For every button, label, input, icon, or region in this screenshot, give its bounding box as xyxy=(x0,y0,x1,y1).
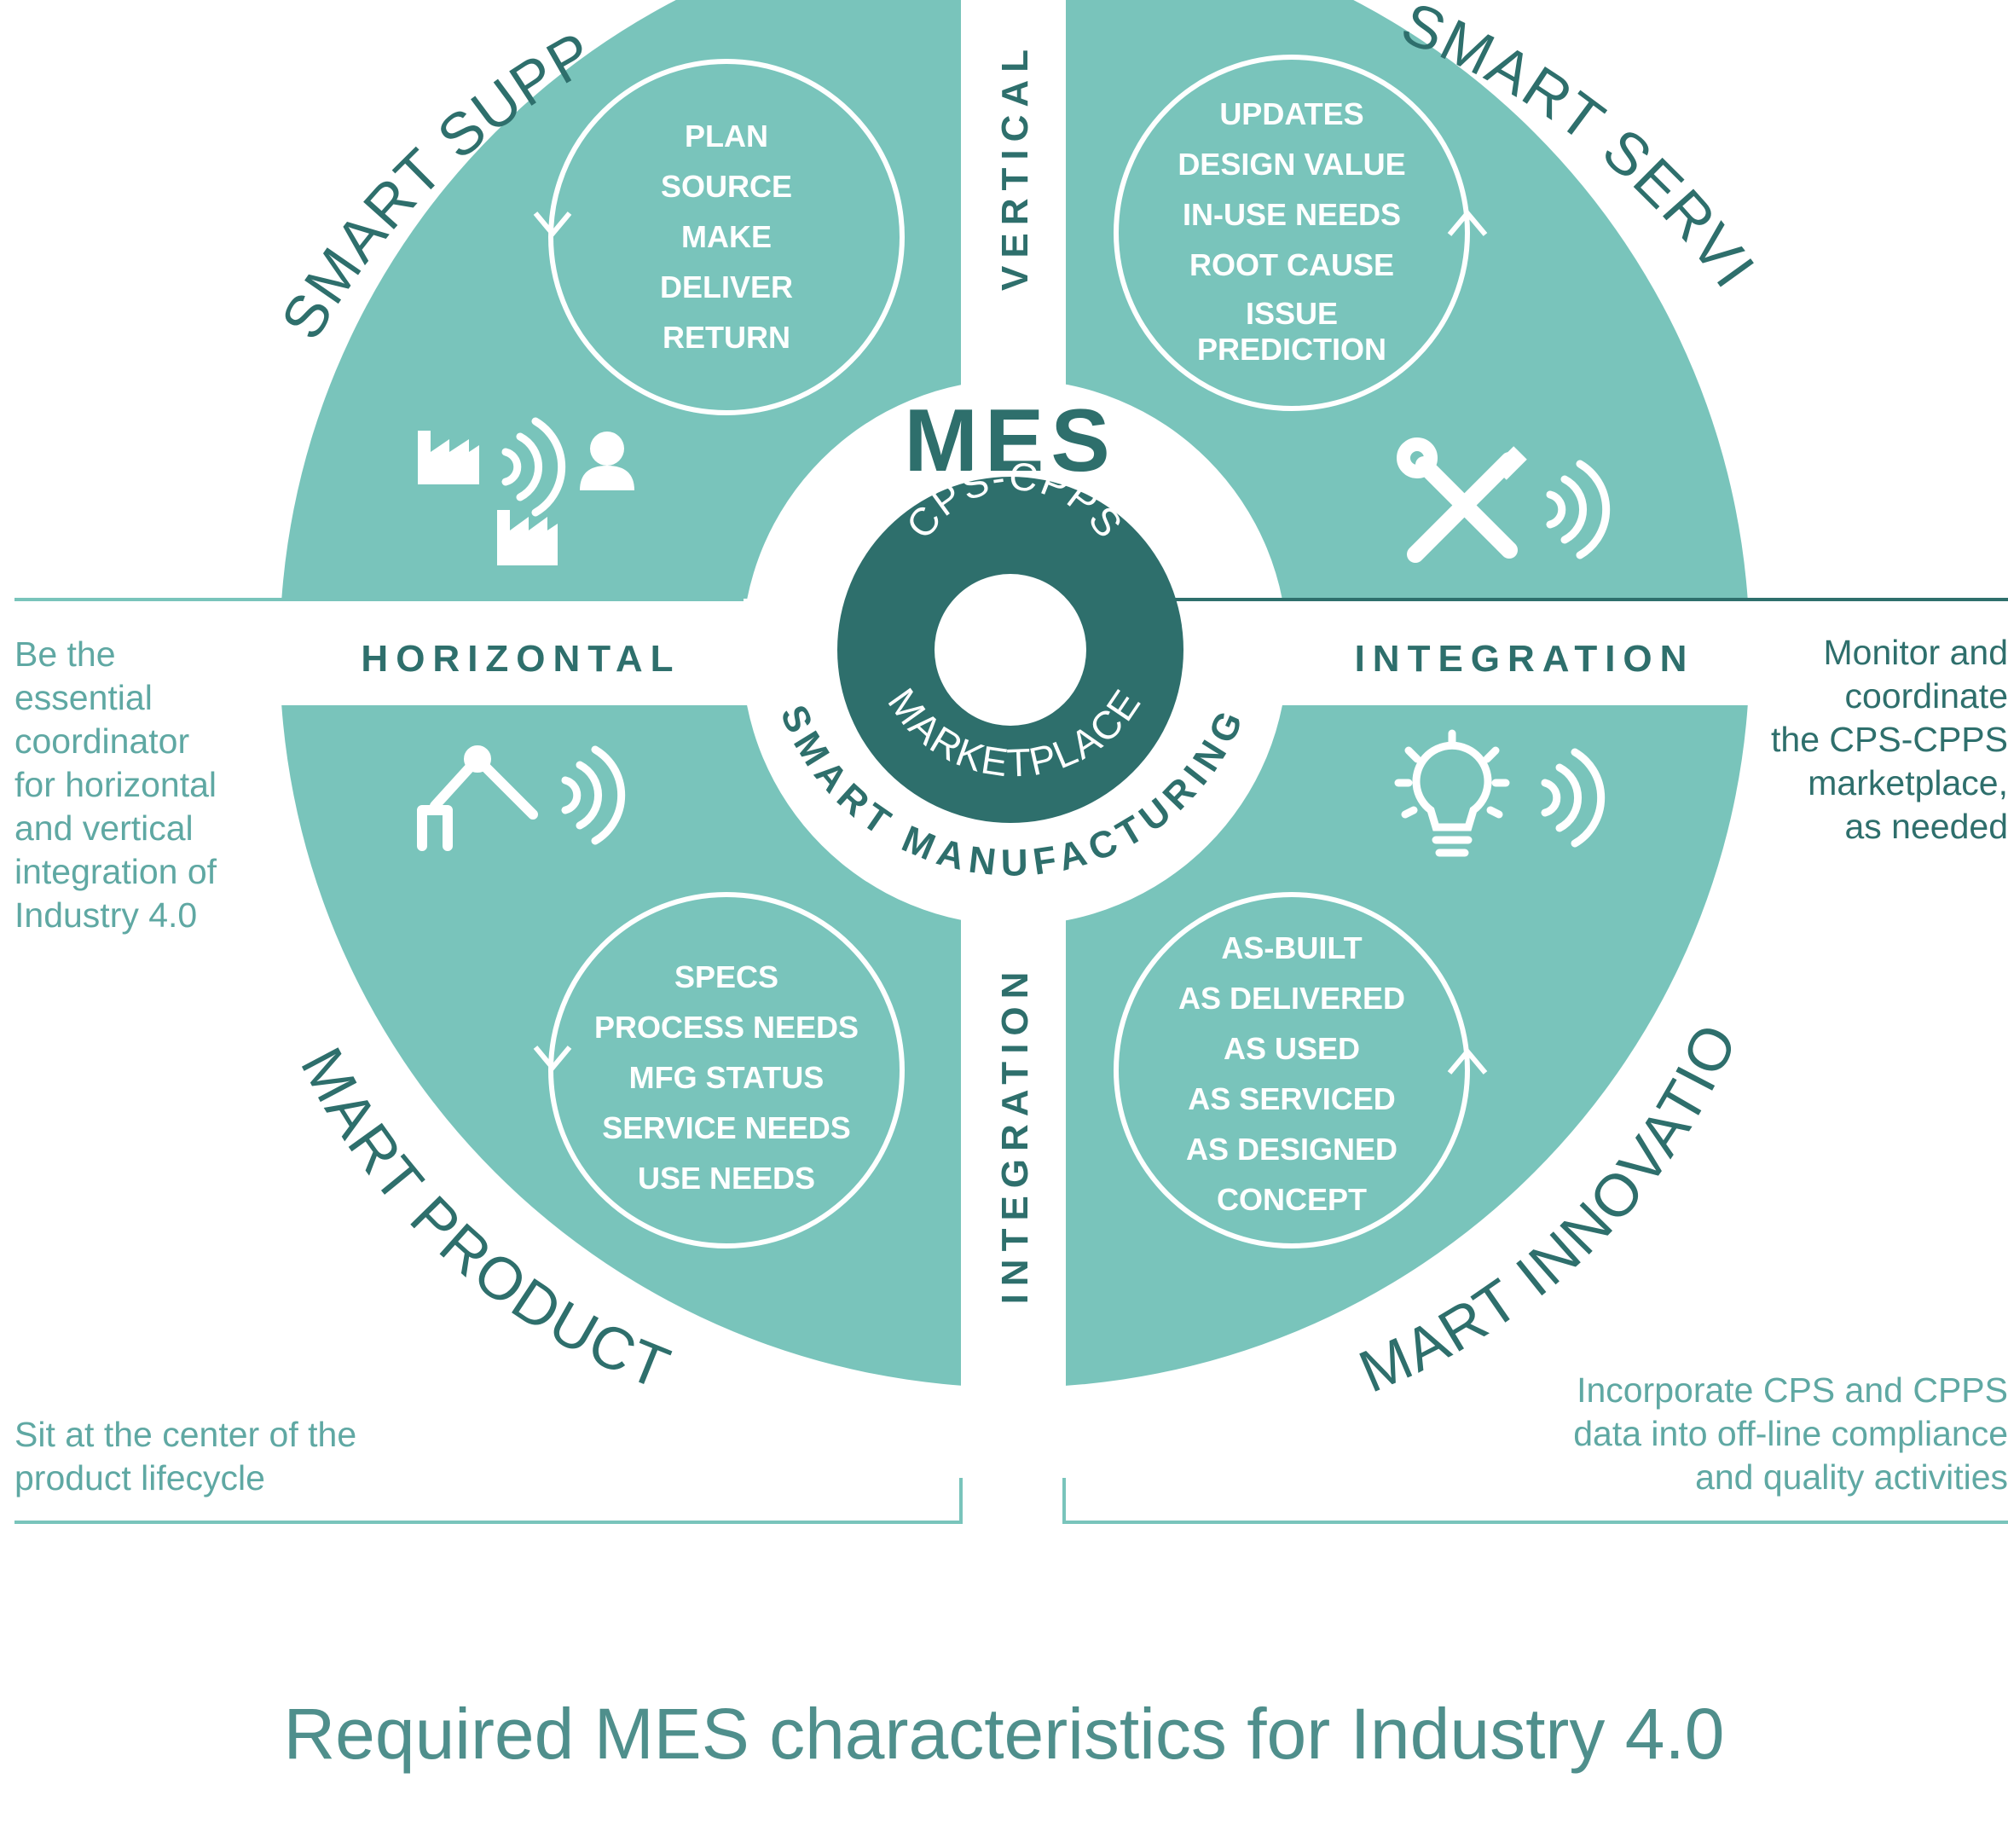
note-line: marketplace, xyxy=(1808,763,2008,802)
note-left: Be the essential coordinator for horizon… xyxy=(14,633,217,937)
note-line: for horizontal xyxy=(14,765,217,804)
list-item: SOURCE xyxy=(661,169,792,204)
arrow-up-icon xyxy=(1447,1047,1488,1075)
note-line: coordinate xyxy=(1844,676,2008,715)
core-hole xyxy=(935,574,1086,726)
list-item: RETURN xyxy=(663,320,790,355)
list-services: UPDATES DESIGN VALUE IN-USE NEEDS ROOT C… xyxy=(1178,96,1405,367)
note-line: as needed xyxy=(1844,807,2008,846)
cycle-services xyxy=(1114,55,1488,411)
list-item: AS DESIGNED xyxy=(1186,1132,1397,1167)
factory-icon xyxy=(418,431,479,484)
note-line: and quality activities xyxy=(1695,1457,2008,1497)
note-line: and vertical xyxy=(14,808,194,848)
axis-integration-bottom: INTEGRATION xyxy=(994,965,1036,1305)
list-item: AS-BUILT xyxy=(1221,930,1362,965)
bracket-bottom-left xyxy=(14,1478,963,1524)
bracket-bottom-right xyxy=(1062,1478,2008,1524)
axis-integration-right: INTEGRATION xyxy=(1355,638,1695,680)
robot-arm-icon xyxy=(417,745,538,851)
list-item: IN-USE NEEDS xyxy=(1183,197,1401,232)
wireless-signal-icon xyxy=(561,745,626,845)
list-innovation: AS-BUILT AS DELIVERED AS USED AS SERVICE… xyxy=(1178,930,1405,1217)
list-item: AS SERVICED xyxy=(1188,1081,1395,1116)
arrow-down-icon xyxy=(533,1046,572,1072)
list-item: USE NEEDS xyxy=(638,1161,815,1196)
note-line: the CPS-CPPS xyxy=(1771,720,2008,759)
note-line: Be the xyxy=(14,634,116,674)
note-line: coordinator xyxy=(14,721,190,761)
note-line: product lifecycle xyxy=(14,1458,265,1498)
list-item: DELIVER xyxy=(660,269,793,304)
quadrant-supply-chain xyxy=(281,0,961,599)
list-item: SERVICE NEEDS xyxy=(602,1110,850,1145)
wireless-signal-icon xyxy=(1541,748,1606,848)
list-products: SPECS PROCESS NEEDS MFG STATUS SERVICE N… xyxy=(594,959,859,1196)
note-line: data into off-line compliance xyxy=(1573,1414,2008,1453)
quadrant-services xyxy=(1066,0,1748,599)
list-item: UPDATES xyxy=(1219,96,1363,131)
factory-icon xyxy=(497,510,558,565)
arrow-up-icon xyxy=(1447,209,1488,236)
quadrant-products xyxy=(281,705,961,1386)
cycle-products xyxy=(533,892,905,1248)
list-item: MFG STATUS xyxy=(629,1060,825,1095)
cycle-supply-chain xyxy=(533,59,905,415)
list-item: AS DELIVERED xyxy=(1178,981,1405,1016)
mes-label: MES xyxy=(904,391,1116,490)
lightbulb-icon xyxy=(1394,729,1510,857)
list-item: PLAN xyxy=(685,119,768,154)
note-bottom-left: Sit at the center of the product lifecyc… xyxy=(14,1413,356,1500)
note-bottom-right: Incorporate CPS and CPPS data into off-l… xyxy=(1496,1369,2008,1499)
person-icon xyxy=(580,432,634,490)
list-item: DESIGN VALUE xyxy=(1178,147,1405,182)
list-item: PROCESS NEEDS xyxy=(594,1010,859,1045)
list-item: PREDICTION xyxy=(1197,332,1386,367)
wrench-screwdriver-icon xyxy=(1397,437,1527,563)
note-line: essential xyxy=(14,678,153,717)
list-item: CONCEPT xyxy=(1217,1182,1367,1217)
wireless-signal-icon xyxy=(1546,460,1611,559)
axis-horizontal: HORIZONTAL xyxy=(361,638,680,680)
list-item: SPECS xyxy=(674,959,778,994)
note-line: integration of xyxy=(14,852,217,891)
note-right: Monitor and coordinate the CPS-CPPS mark… xyxy=(1714,631,2008,849)
list-item: ROOT CAUSE xyxy=(1189,247,1394,282)
quadrant-innovation xyxy=(1066,705,1748,1386)
note-line: Monitor and xyxy=(1823,633,2008,672)
wireless-signal-icon xyxy=(501,417,566,517)
list-item: AS USED xyxy=(1224,1031,1360,1066)
list-supply-chain: PLAN SOURCE MAKE DELIVER RETURN xyxy=(660,119,793,355)
note-line: Industry 4.0 xyxy=(14,895,198,935)
note-line: Incorporate CPS and CPPS xyxy=(1577,1370,2008,1410)
note-line: Sit at the center of the xyxy=(14,1415,357,1454)
list-item: MAKE xyxy=(681,219,772,254)
cycle-innovation xyxy=(1114,892,1488,1248)
page-title: Required MES characteristics for Industr… xyxy=(283,1694,1725,1774)
arrow-down-icon xyxy=(533,211,572,238)
axis-vertical: VERTICAL xyxy=(994,42,1036,291)
list-item: ISSUE xyxy=(1246,296,1338,331)
